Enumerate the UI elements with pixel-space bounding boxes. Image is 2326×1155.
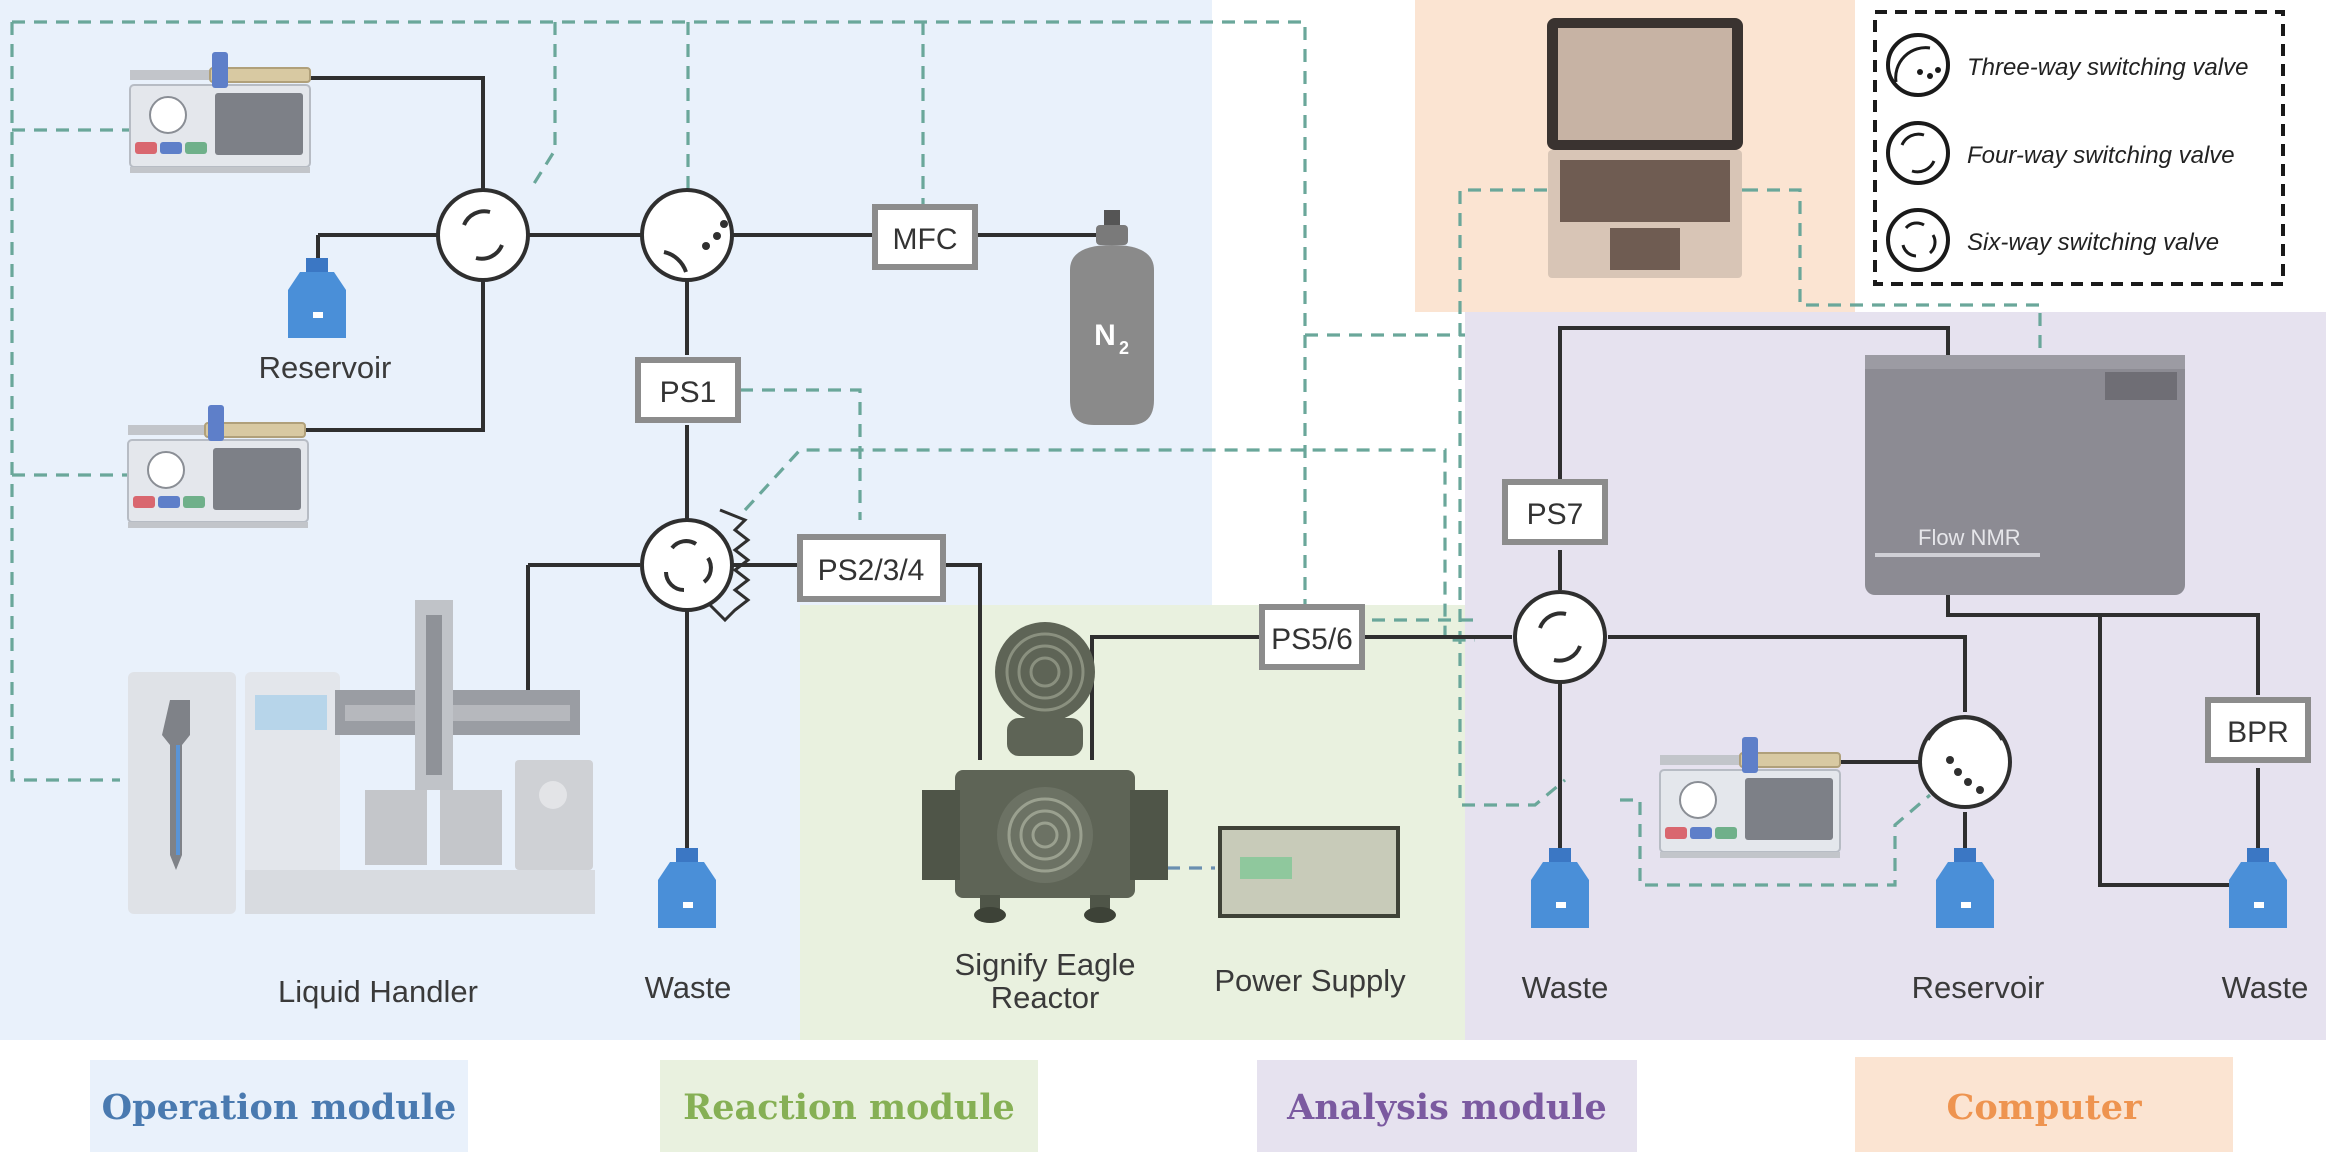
svg-text:Operation module: Operation module — [102, 1087, 457, 1128]
legend-six-way: Six-way switching valve — [1886, 208, 2219, 272]
svg-text:Six-way switching valve: Six-way switching valve — [1967, 229, 2219, 256]
legend-four-way: Four-way switching valve — [1886, 121, 2235, 185]
mfc-box: MFC — [872, 204, 978, 270]
three-way-valve-top — [640, 188, 734, 282]
waste-label-2: Waste — [1522, 970, 1609, 1005]
reservoir-left-label: Reservoir — [259, 350, 392, 385]
liquid-handler-label: Liquid Handler — [278, 974, 478, 1009]
svg-text:N: N — [1094, 319, 1116, 352]
svg-text:PS1: PS1 — [660, 376, 717, 409]
four-way-valve-right — [1513, 590, 1607, 684]
reservoir-bottle-right — [1936, 848, 1994, 928]
reactor-label-line2: Reactor — [991, 980, 1100, 1015]
four-way-valve-left — [436, 188, 530, 282]
module-label-operation: Operation module — [90, 1060, 468, 1152]
flow-nmr: Flow NMR — [1865, 355, 2185, 595]
legend: Three-way switching valve Four-way switc… — [1873, 10, 2285, 286]
svg-text:2: 2 — [1119, 338, 1129, 358]
module-label-analysis: Analysis module — [1257, 1060, 1637, 1152]
svg-text:Four-way switching valve: Four-way switching valve — [1967, 142, 2235, 169]
six-way-valve — [640, 508, 751, 623]
syringe-pump-2 — [127, 405, 309, 528]
signal-lines — [10, 20, 2042, 887]
power-supply-label: Power Supply — [1214, 963, 1406, 998]
svg-text:MFC: MFC — [893, 223, 958, 256]
signify-eagle-reactor — [922, 622, 1168, 923]
svg-text:Flow NMR: Flow NMR — [1918, 525, 2021, 550]
reactor-label-line1: Signify Eagle — [955, 947, 1136, 982]
liquid-handler — [128, 600, 595, 914]
svg-text:Computer: Computer — [1946, 1087, 2142, 1128]
module-label-reaction: Reaction module — [660, 1060, 1038, 1152]
svg-text:PS5/6: PS5/6 — [1271, 623, 1353, 656]
syringe-pump-3 — [1659, 737, 1841, 858]
svg-text:BPR: BPR — [2227, 716, 2289, 749]
svg-text:Analysis module: Analysis module — [1286, 1087, 1607, 1128]
waste-label-3: Waste — [2222, 970, 2309, 1005]
power-supply — [1218, 826, 1400, 918]
module-label-computer: Computer — [1855, 1057, 2233, 1152]
svg-text:PS2/3/4: PS2/3/4 — [818, 554, 925, 587]
ps1-box: PS1 — [635, 357, 741, 423]
bpr-box: BPR — [2205, 697, 2311, 763]
svg-text:Reaction module: Reaction module — [683, 1087, 1015, 1128]
ps7-box: PS7 — [1502, 479, 1608, 545]
three-way-valve-right — [1918, 715, 2012, 809]
svg-text:Three-way switching valve: Three-way switching valve — [1967, 54, 2248, 81]
legend-three-way: Three-way switching valve — [1886, 33, 2248, 97]
waste-bottle-1 — [658, 848, 716, 928]
n2-cylinder: N 2 — [1070, 210, 1154, 425]
reservoir-right-label: Reservoir — [1912, 970, 2045, 1005]
ps56-box: PS5/6 — [1259, 604, 1365, 670]
waste-bottle-2 — [1531, 848, 1589, 928]
ps234-box: PS2/3/4 — [797, 534, 946, 602]
svg-text:PS7: PS7 — [1527, 498, 1584, 531]
syringe-pump-1 — [129, 52, 311, 173]
waste-bottle-3 — [2229, 848, 2287, 928]
waste-label-1: Waste — [645, 970, 732, 1005]
laptop — [1547, 18, 1743, 278]
reservoir-bottle-left — [288, 258, 346, 338]
